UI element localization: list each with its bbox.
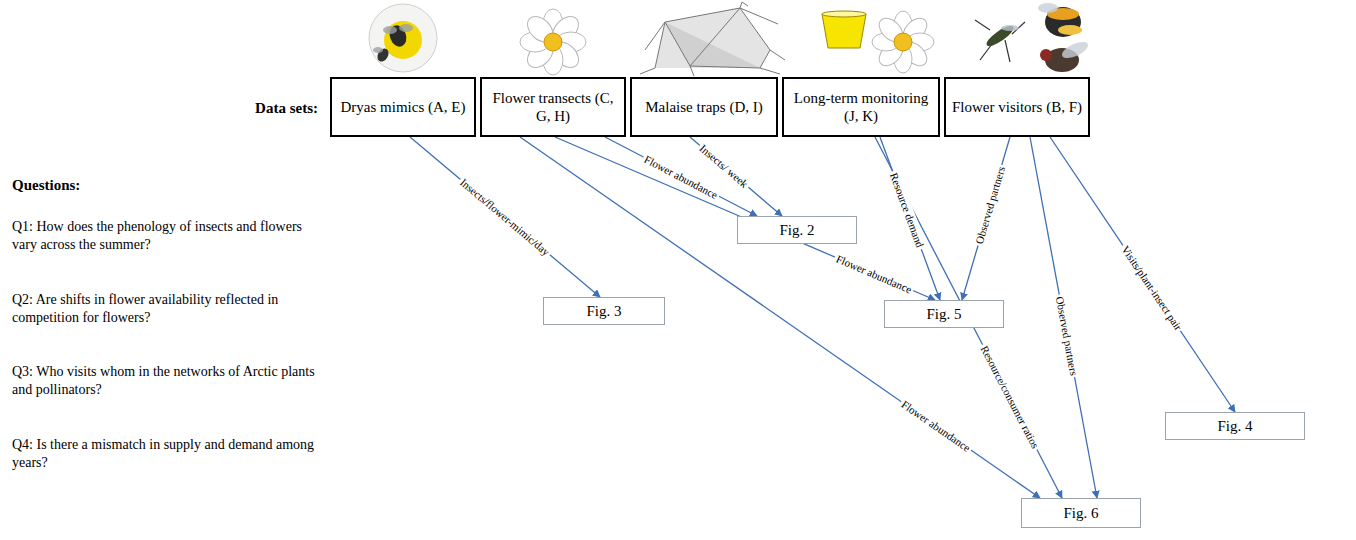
edge-label: Resource demand [887, 170, 927, 252]
question-text: Q4: Is there a mismatch in supply and de… [12, 436, 330, 472]
connector-arrow [690, 137, 782, 216]
section-heading: Data sets: [160, 99, 318, 119]
question-text: Q3: Who visits whom in the networks of A… [12, 363, 330, 399]
question-text: Q1: How does the phenology of insects an… [12, 218, 330, 254]
figure-box: Fig. 4 [1165, 412, 1305, 440]
connector-arrow [605, 137, 757, 216]
node-text: Malaise traps (D, I) [645, 98, 762, 116]
connector-arrow [962, 137, 1010, 300]
text-stack: Fig. 4 [1217, 417, 1252, 435]
node-text: Fig. 6 [1063, 504, 1098, 522]
edge-label: Flower abundance [898, 397, 975, 455]
edge-label: Flower abundance [833, 252, 916, 297]
data-set-box: Long-term monitoring (J, K) [782, 77, 940, 137]
connector-arrow [1050, 137, 1235, 412]
data-set-box: Dryas mimics (A, E) [330, 77, 476, 137]
node-text: Fig. 4 [1217, 417, 1252, 435]
flower-icon [520, 9, 586, 75]
figure-box: Fig. 5 [884, 300, 1004, 328]
text-stack: Long-term monitoring (J, K) [789, 89, 933, 125]
node-text: Fig. 5 [926, 305, 961, 323]
node-text: Fig. 3 [586, 302, 621, 320]
text-stack: Flower visitors (B, F) [952, 98, 1082, 116]
edge-label: Insects/flower-mimic/day [456, 175, 553, 259]
figure-box: Fig. 2 [737, 216, 857, 244]
connector-arrow [555, 137, 935, 300]
data-set-box: Malaise traps (D, I) [630, 77, 778, 137]
insects-icon [975, 3, 1090, 72]
connector-arrow [410, 137, 600, 297]
edge-label: Observed partners [1053, 293, 1080, 378]
connector-arrow [520, 137, 1040, 498]
connector-arrow [875, 137, 1062, 498]
data-set-box: Flower visitors (B, F) [944, 77, 1090, 137]
text-stack: Fig. 3 [586, 302, 621, 320]
edge-label: Observed partners [972, 163, 1007, 247]
edge-label: Visits/plant-insect pair [1118, 242, 1186, 334]
flower-icon [872, 11, 934, 73]
text-stack: Malaise traps (D, I) [645, 98, 762, 116]
malaise-trap-icon [640, 2, 785, 76]
figure-box: Fig. 6 [1021, 498, 1141, 528]
text-stack: Fig. 6 [1063, 504, 1098, 522]
data-set-box: Flower transects (C, G, H) [480, 77, 626, 137]
text-stack: Dryas mimics (A, E) [341, 98, 466, 116]
pan-trap-icon [822, 11, 866, 48]
text-stack: Fig. 2 [779, 221, 814, 239]
node-text: Flower visitors (B, F) [952, 98, 1082, 116]
dryas-mimic-icon [369, 4, 437, 72]
node-text: Flower transects (C, G, H) [487, 89, 619, 125]
text-stack: Flower transects (C, G, H) [487, 89, 619, 125]
edge-label: Resource/consumer ratios [977, 342, 1042, 452]
question-text: Q2: Are shifts in flower availability re… [12, 291, 330, 327]
node-text: Long-term monitoring (J, K) [789, 89, 933, 125]
figure-box: Fig. 3 [543, 297, 665, 325]
node-text: Fig. 2 [779, 221, 814, 239]
text-stack: Fig. 5 [926, 305, 961, 323]
node-text: Dryas mimics (A, E) [341, 98, 466, 116]
section-heading: Questions: [12, 176, 312, 196]
